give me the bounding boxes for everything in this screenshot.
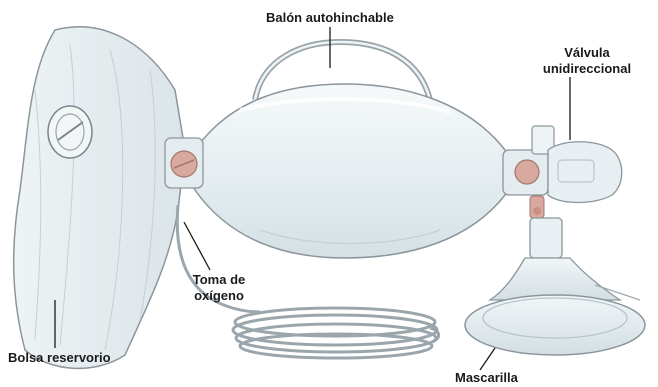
leader-toma xyxy=(184,222,210,270)
label-balon-autohinchable: Balón autohinchable xyxy=(266,10,394,26)
leader-mascarilla xyxy=(480,348,495,370)
label-mascarilla: Mascarilla xyxy=(455,370,518,386)
unidirectional-valve xyxy=(503,126,622,218)
label-bolsa-reservorio: Bolsa reservorio xyxy=(8,350,111,366)
face-mask xyxy=(465,218,645,355)
label-toma-line-1: Toma de xyxy=(180,272,258,288)
label-toma-de-oxigeno: Toma de oxígeno xyxy=(180,272,258,304)
label-toma-line-2: oxígeno xyxy=(180,288,258,304)
self-inflating-bulb xyxy=(190,84,513,258)
label-valvula-unidireccional: Válvula unidireccional xyxy=(532,45,642,77)
label-valvula-line-1: Válvula xyxy=(532,45,642,61)
label-valvula-line-2: unidireccional xyxy=(532,61,642,77)
reservoir-connector xyxy=(165,138,203,188)
reservoir-bag xyxy=(14,27,185,369)
